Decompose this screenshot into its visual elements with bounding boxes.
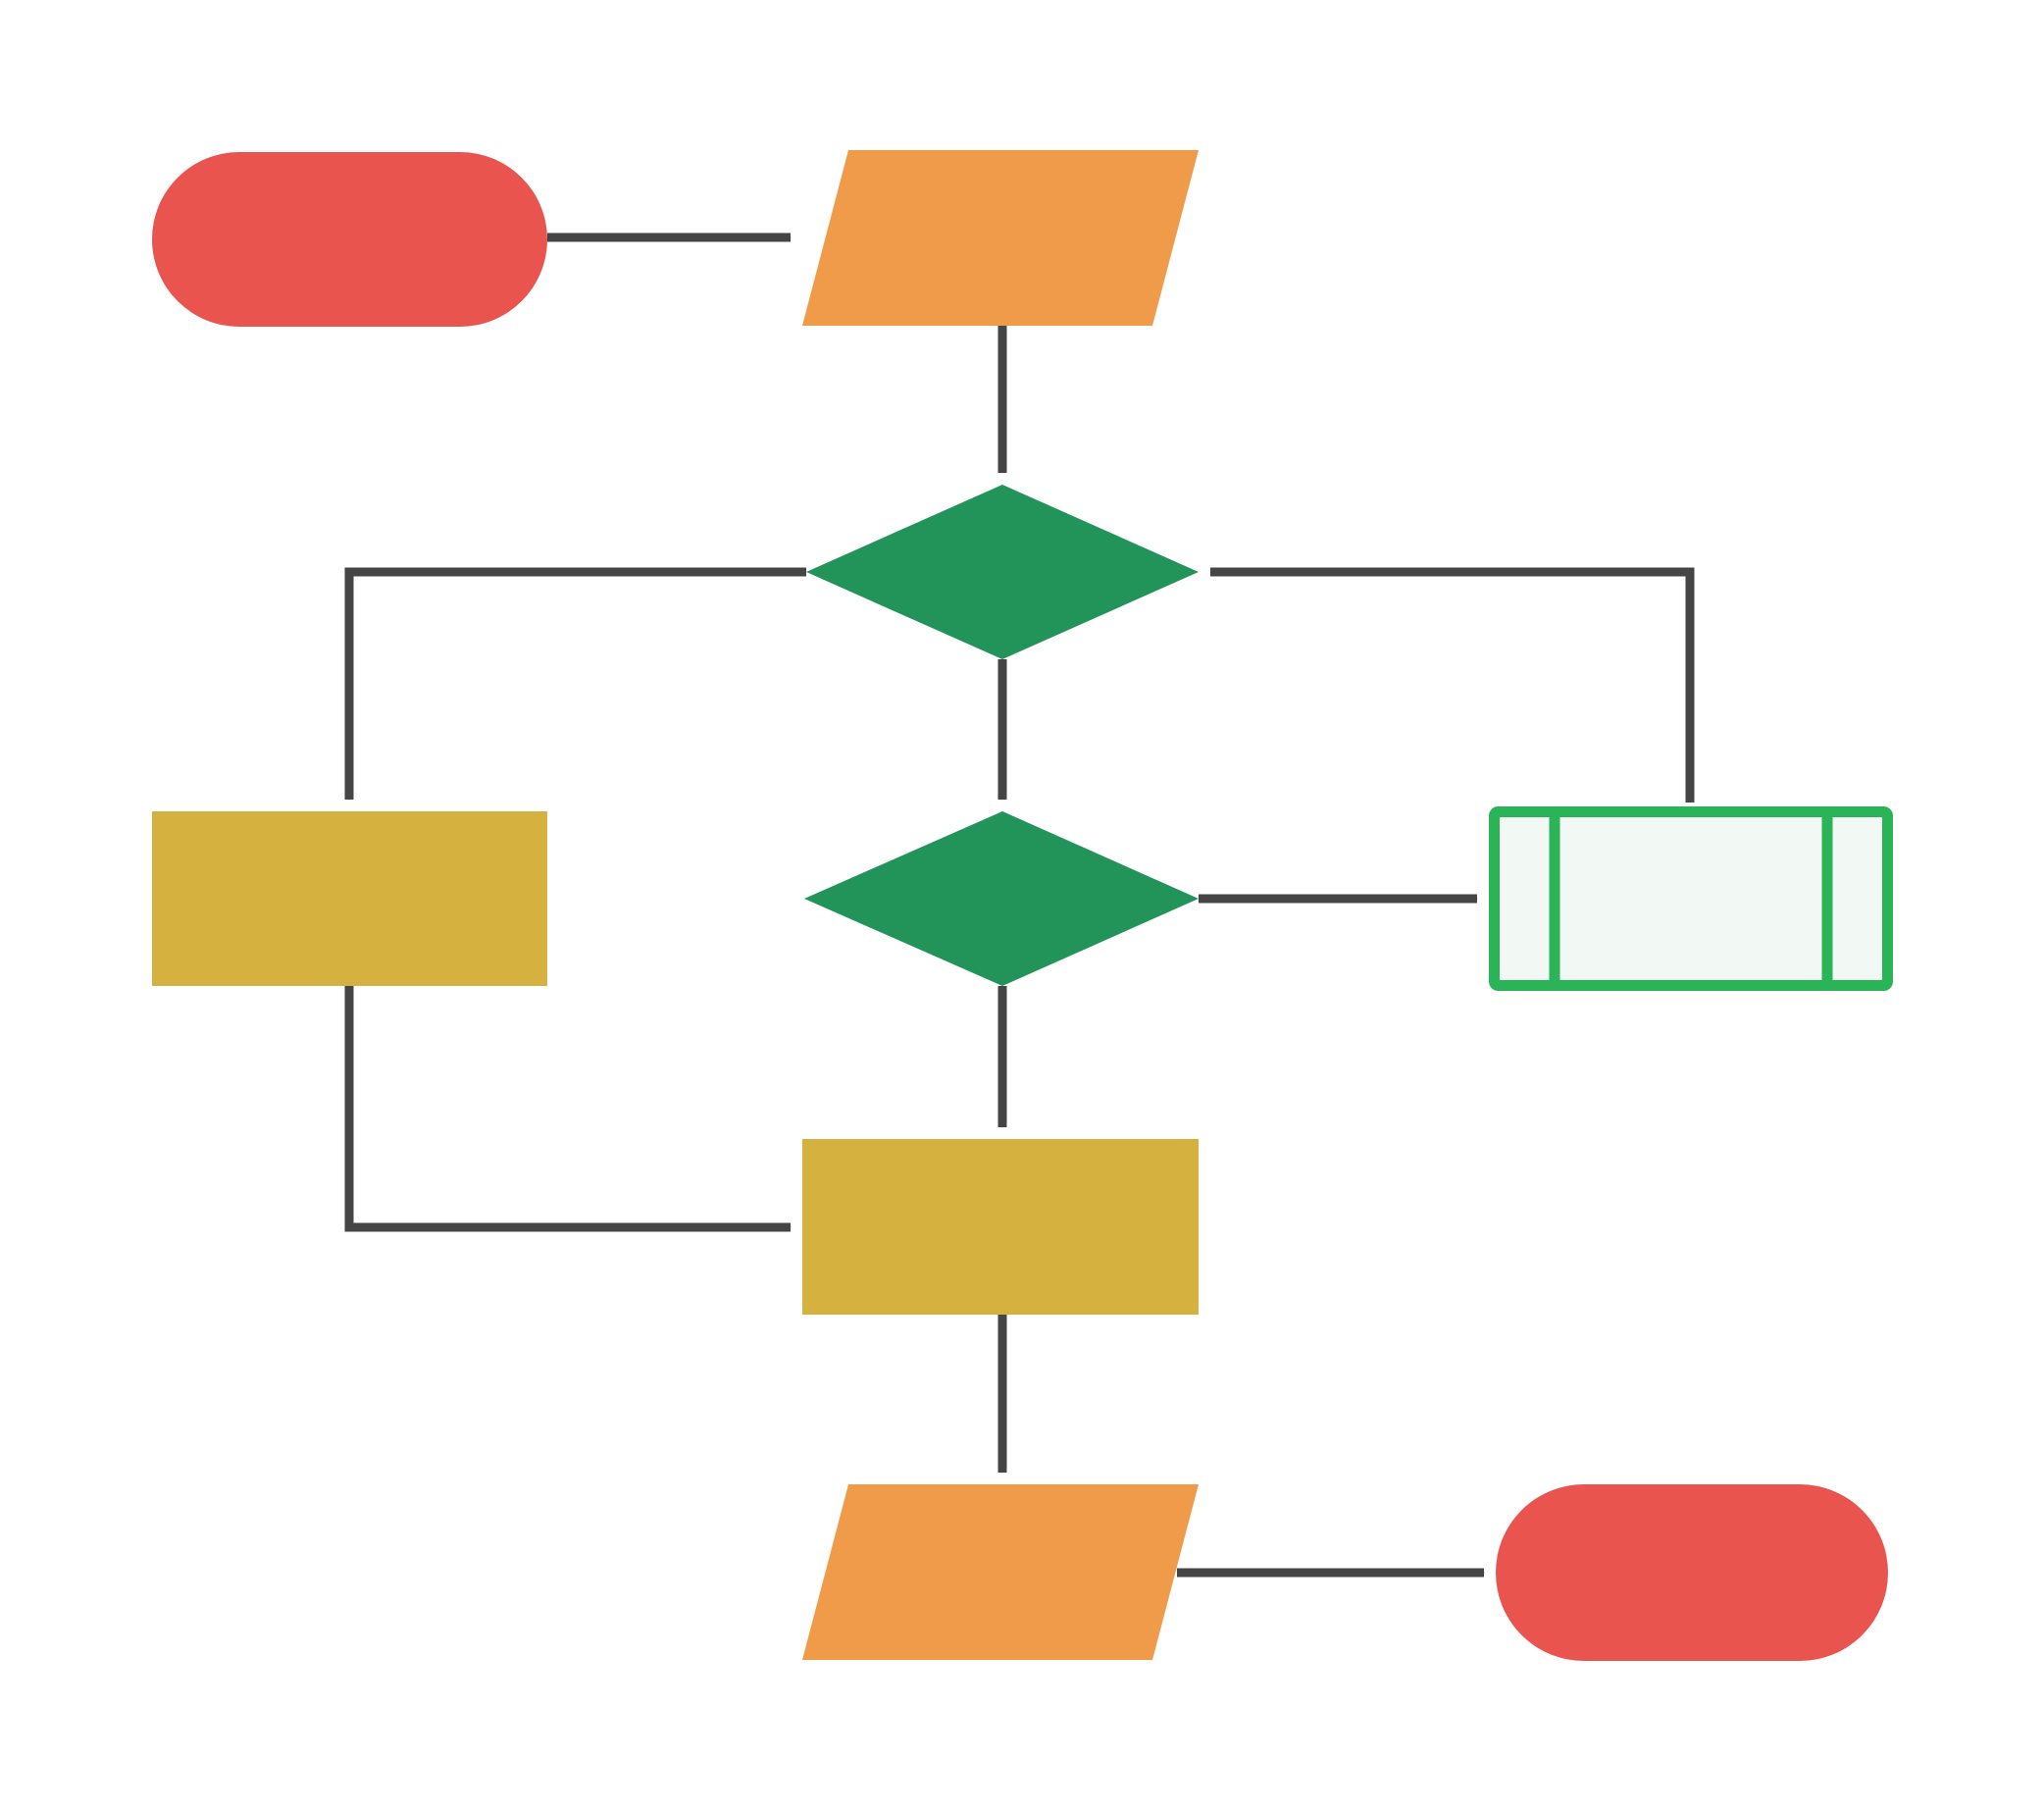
decision2-diamond-shape[interactable] xyxy=(804,811,1199,986)
output-parallelogram-shape[interactable] xyxy=(802,1484,1199,1660)
node-output[interactable] xyxy=(802,1484,1199,1660)
end-terminal-shape[interactable] xyxy=(1496,1484,1888,1661)
node-layer xyxy=(152,150,1893,1661)
node-process-center[interactable] xyxy=(802,1139,1199,1315)
process-left-shape[interactable] xyxy=(152,811,547,986)
input-parallelogram-shape[interactable] xyxy=(802,150,1199,326)
decision1-diamond-shape[interactable] xyxy=(806,485,1199,659)
node-end[interactable] xyxy=(1496,1484,1888,1661)
node-decision2[interactable] xyxy=(804,811,1199,986)
connector-layer xyxy=(344,233,1695,1578)
edge-decision1-to-process-left xyxy=(344,567,806,801)
node-process-left[interactable] xyxy=(152,811,547,986)
node-start[interactable] xyxy=(152,152,547,327)
process-center-shape[interactable] xyxy=(802,1139,1199,1315)
node-input[interactable] xyxy=(802,150,1199,326)
edge-process-left-to-process-center xyxy=(344,986,792,1232)
node-decision1[interactable] xyxy=(806,485,1199,659)
edge-subroutine-to-decision1 xyxy=(1209,567,1695,803)
start-terminal-shape[interactable] xyxy=(152,152,547,327)
node-subroutine[interactable] xyxy=(1489,806,1893,991)
subroutine-outer-shape[interactable] xyxy=(1489,806,1893,991)
